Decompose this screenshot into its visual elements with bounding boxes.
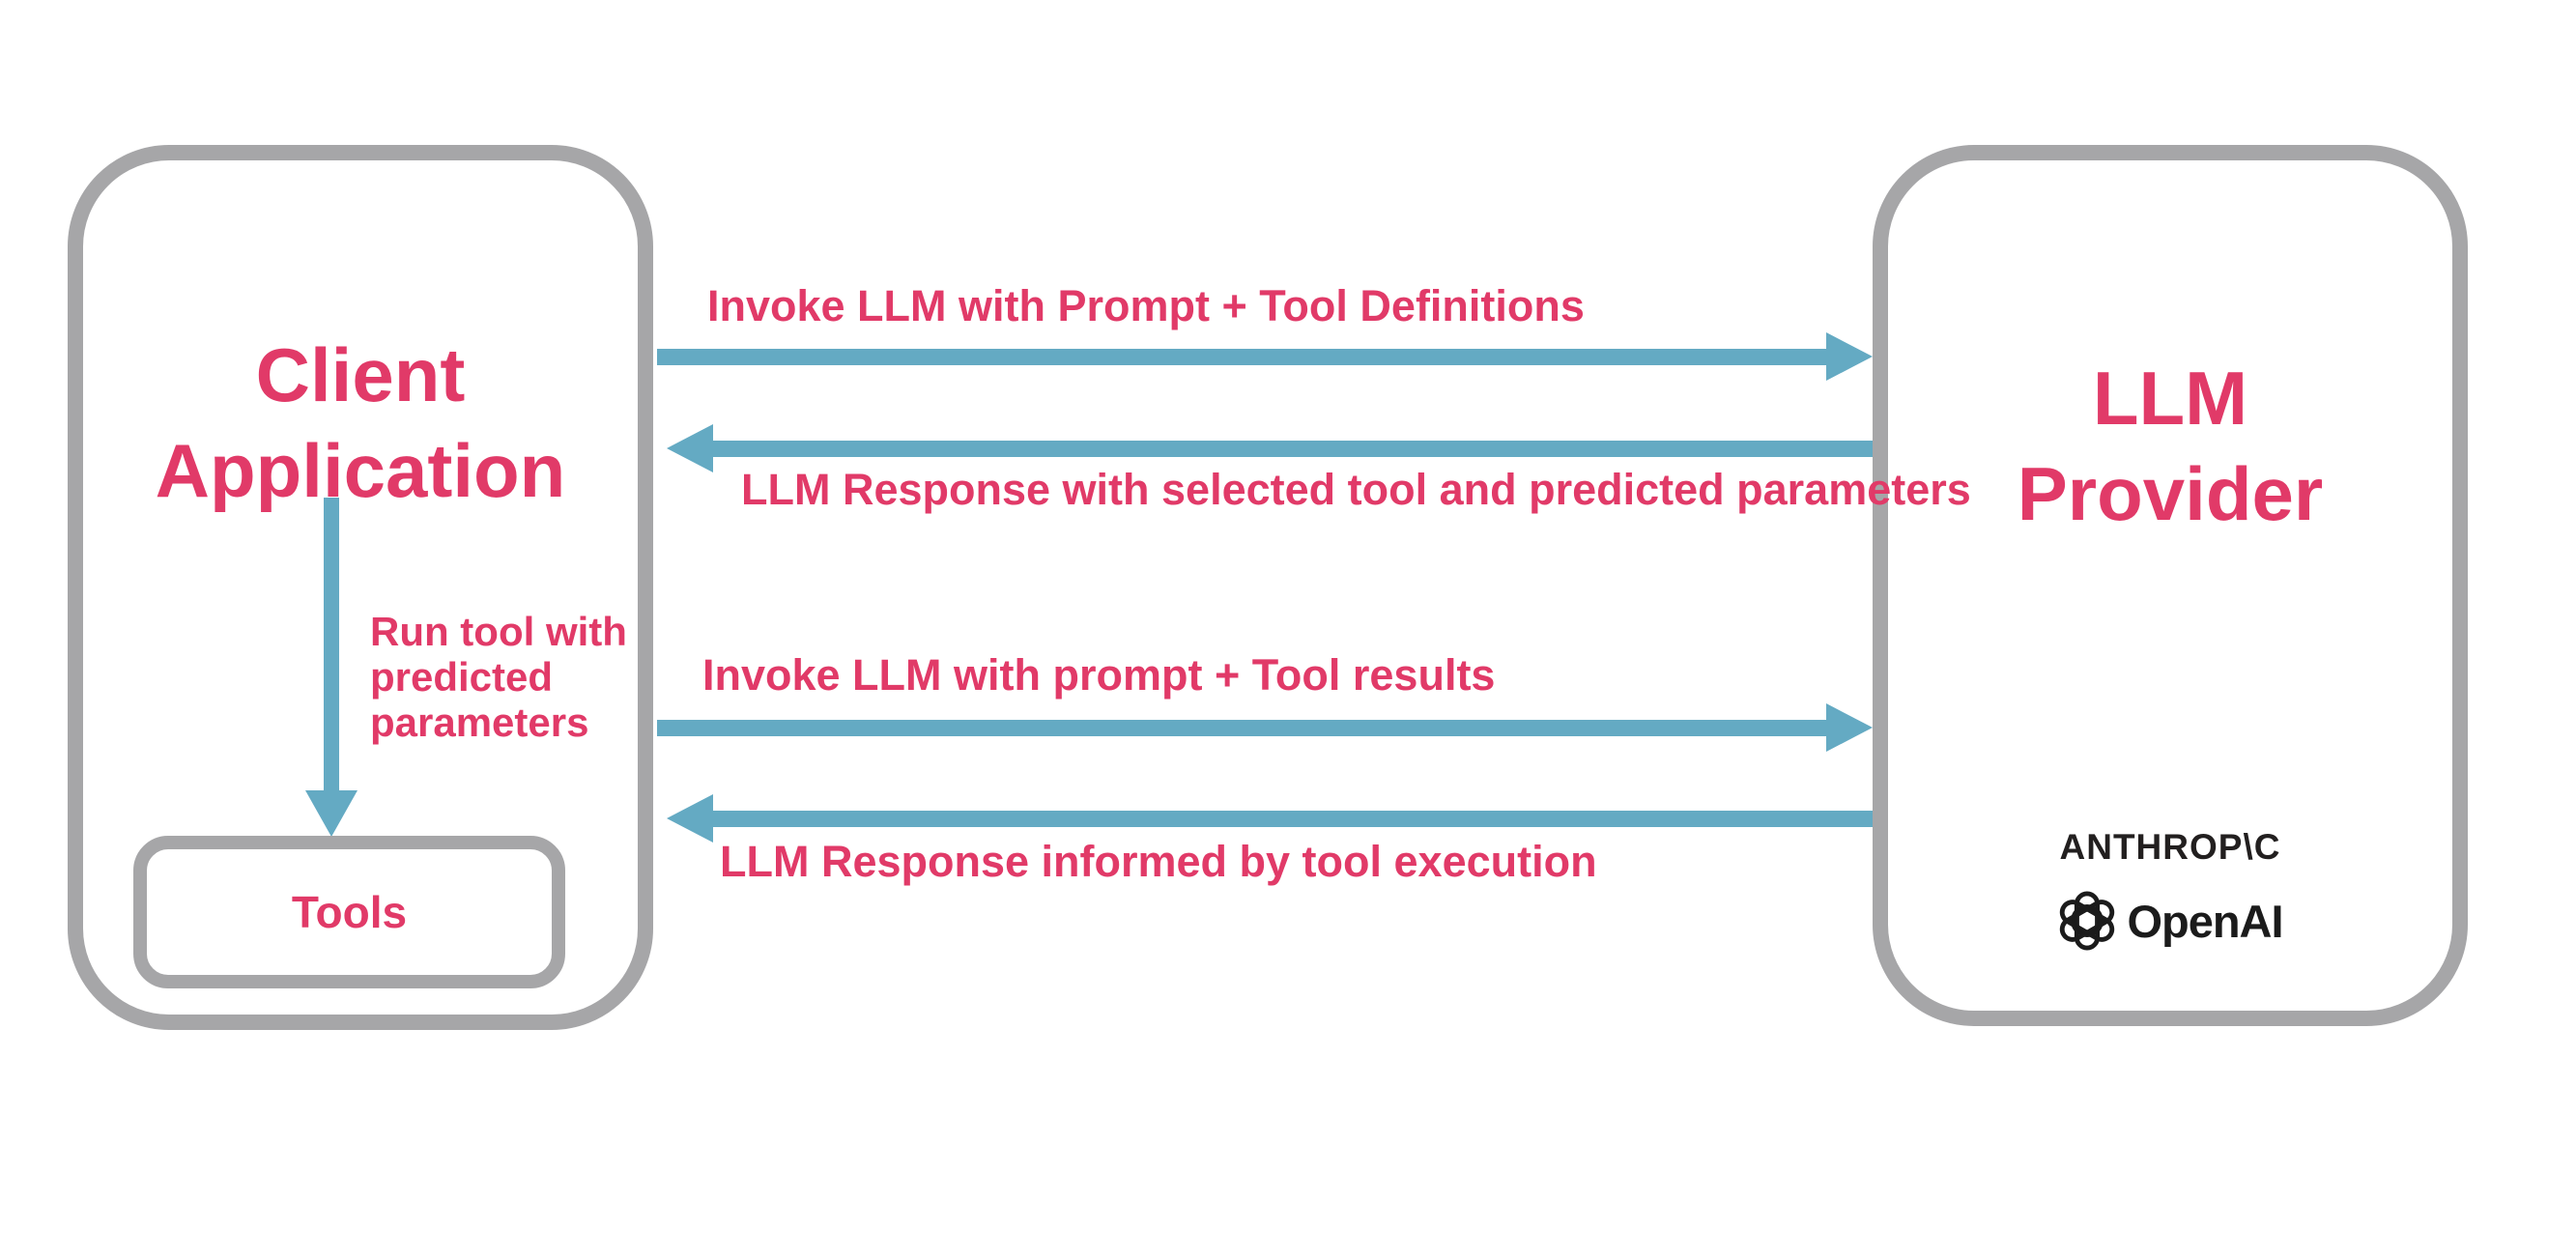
run-tool-arrow-shaft — [324, 498, 339, 790]
arrow-head-right-icon — [1826, 703, 1873, 752]
arrow-invoke-definitions — [657, 332, 1873, 381]
arrow-shaft — [711, 811, 1873, 827]
provider-logos: ANTHROP\C OpenAI — [1873, 827, 2468, 951]
run-tool-label-line1: Run tool with — [370, 609, 627, 654]
arrow-response-selected-tool — [667, 424, 1873, 472]
client-application-title: Client Application — [68, 328, 653, 519]
arrow-head-right-icon — [1826, 332, 1873, 381]
arrow-head-left-icon — [667, 794, 713, 843]
arrow-shaft — [657, 349, 1828, 365]
client-title-line1: Client — [255, 332, 466, 417]
flow-label-invoke-results: Invoke LLM with prompt + Tool results — [702, 650, 1496, 700]
openai-logo-text: OpenAI — [2127, 895, 2283, 947]
run-tool-label: Run tool with predicted parameters — [370, 609, 627, 745]
client-title-line2: Application — [155, 428, 566, 513]
llm-title-line1: LLM — [2092, 356, 2248, 441]
arrow-shaft — [711, 441, 1873, 457]
run-tool-label-line3: parameters — [370, 700, 589, 745]
flow-label-response-informed: LLM Response informed by tool execution — [720, 837, 1597, 886]
openai-hexaflower-icon — [2060, 891, 2115, 951]
flow-label-invoke-definitions: Invoke LLM with Prompt + Tool Definition… — [707, 281, 1585, 330]
arrow-head-left-icon — [667, 424, 713, 472]
tools-label: Tools — [291, 887, 408, 937]
openai-logo: OpenAI — [2057, 891, 2284, 951]
arrow-invoke-results — [657, 703, 1873, 752]
arrow-shaft — [657, 720, 1828, 736]
arrow-head-down-icon — [305, 790, 358, 837]
llm-provider-box — [1873, 145, 2468, 1026]
flow-label-response-selected-tool: LLM Response with selected tool and pred… — [741, 465, 1971, 514]
run-tool-label-line2: predicted — [370, 654, 554, 700]
llm-title-line2: Provider — [2017, 451, 2324, 536]
anthropic-logo: ANTHROP\C — [2059, 827, 2281, 867]
tools-box: Tools — [133, 836, 565, 988]
arrow-response-informed — [667, 794, 1873, 843]
llm-provider-title: LLM Provider — [1873, 351, 2468, 542]
